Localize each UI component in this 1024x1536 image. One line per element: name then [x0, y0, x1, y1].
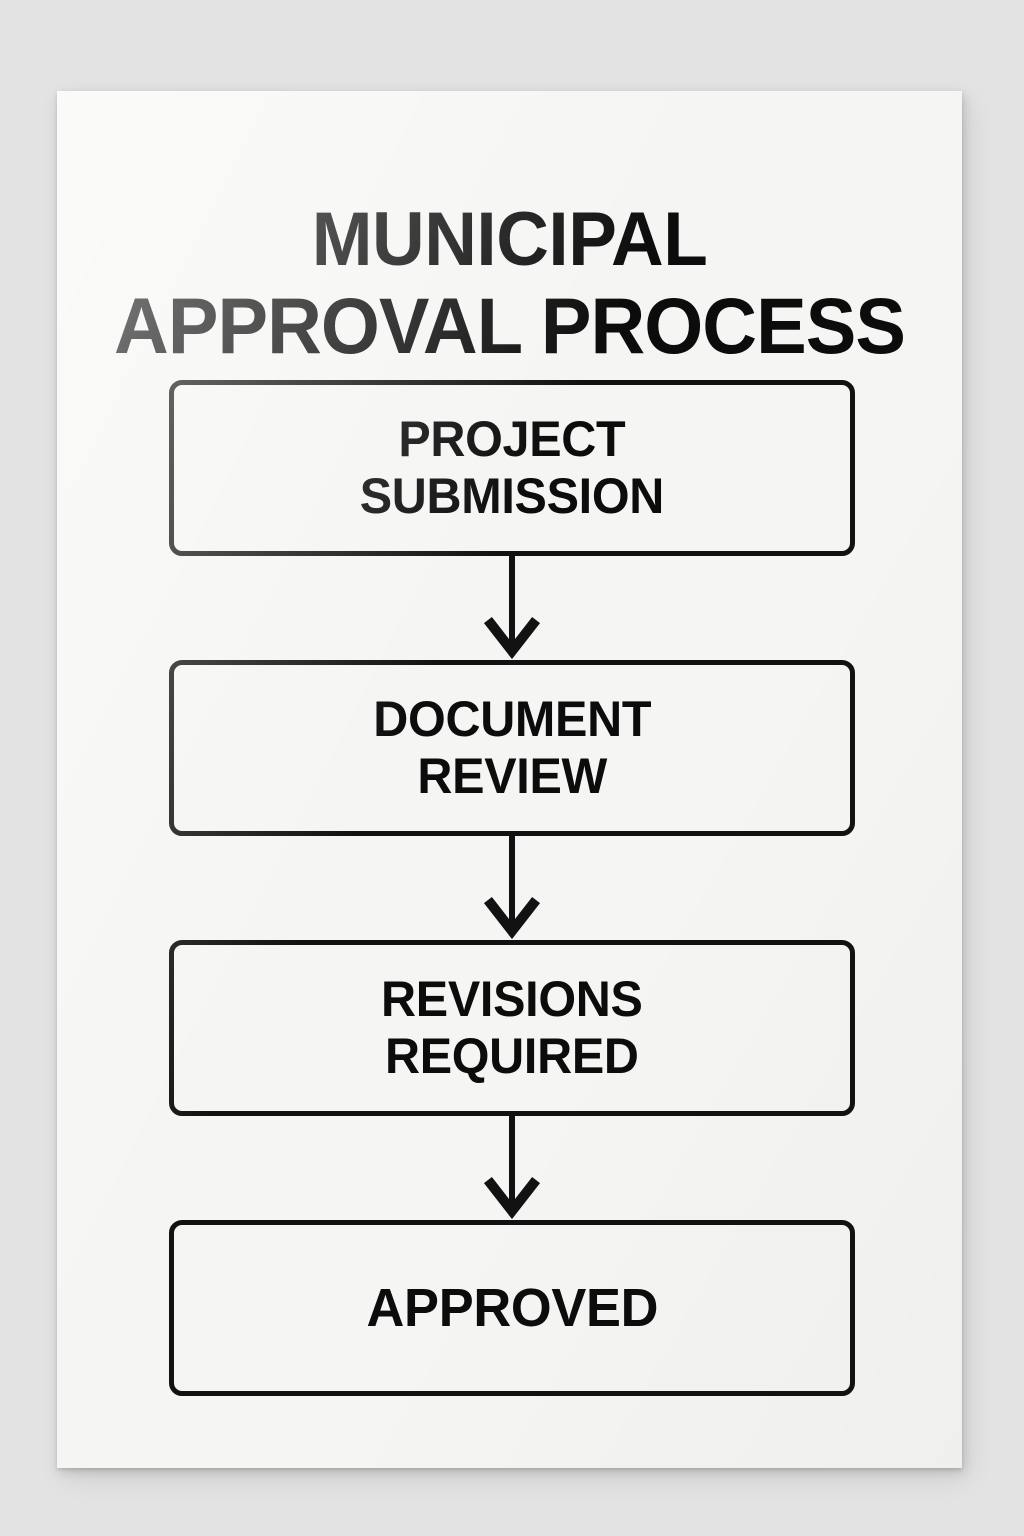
- flow-node-approved[interactable]: APPROVED: [169, 1220, 855, 1396]
- page-title: MUNICIPAL APPROVAL PROCESS: [75, 196, 944, 370]
- arrow-down-icon: [483, 1116, 541, 1220]
- flow-node-project-submission[interactable]: PROJECT SUBMISSION: [169, 380, 855, 556]
- flow-node-label: APPROVED: [366, 1277, 658, 1338]
- flowchart: PROJECT SUBMISSION DOCUMENT REVIEW REVIS…: [169, 380, 855, 1396]
- page-title-line-1: MUNICIPAL: [311, 196, 708, 282]
- flow-connector-2: [169, 836, 855, 940]
- flow-connector-1: [169, 556, 855, 660]
- arrow-down-icon: [483, 836, 541, 940]
- flow-node-label: REVISIONS REQUIRED: [381, 970, 643, 1085]
- arrow-down-icon: [483, 556, 541, 660]
- flow-node-document-review[interactable]: DOCUMENT REVIEW: [169, 660, 855, 836]
- flow-node-label: PROJECT SUBMISSION: [359, 410, 665, 525]
- flow-node-label: DOCUMENT REVIEW: [373, 690, 651, 805]
- flow-node-revisions-required[interactable]: REVISIONS REQUIRED: [169, 940, 855, 1116]
- poster-sheet: MUNICIPAL APPROVAL PROCESS PROJECT SUBMI…: [57, 91, 962, 1468]
- page-title-line-2: APPROVAL PROCESS: [114, 280, 906, 370]
- flow-connector-3: [169, 1116, 855, 1220]
